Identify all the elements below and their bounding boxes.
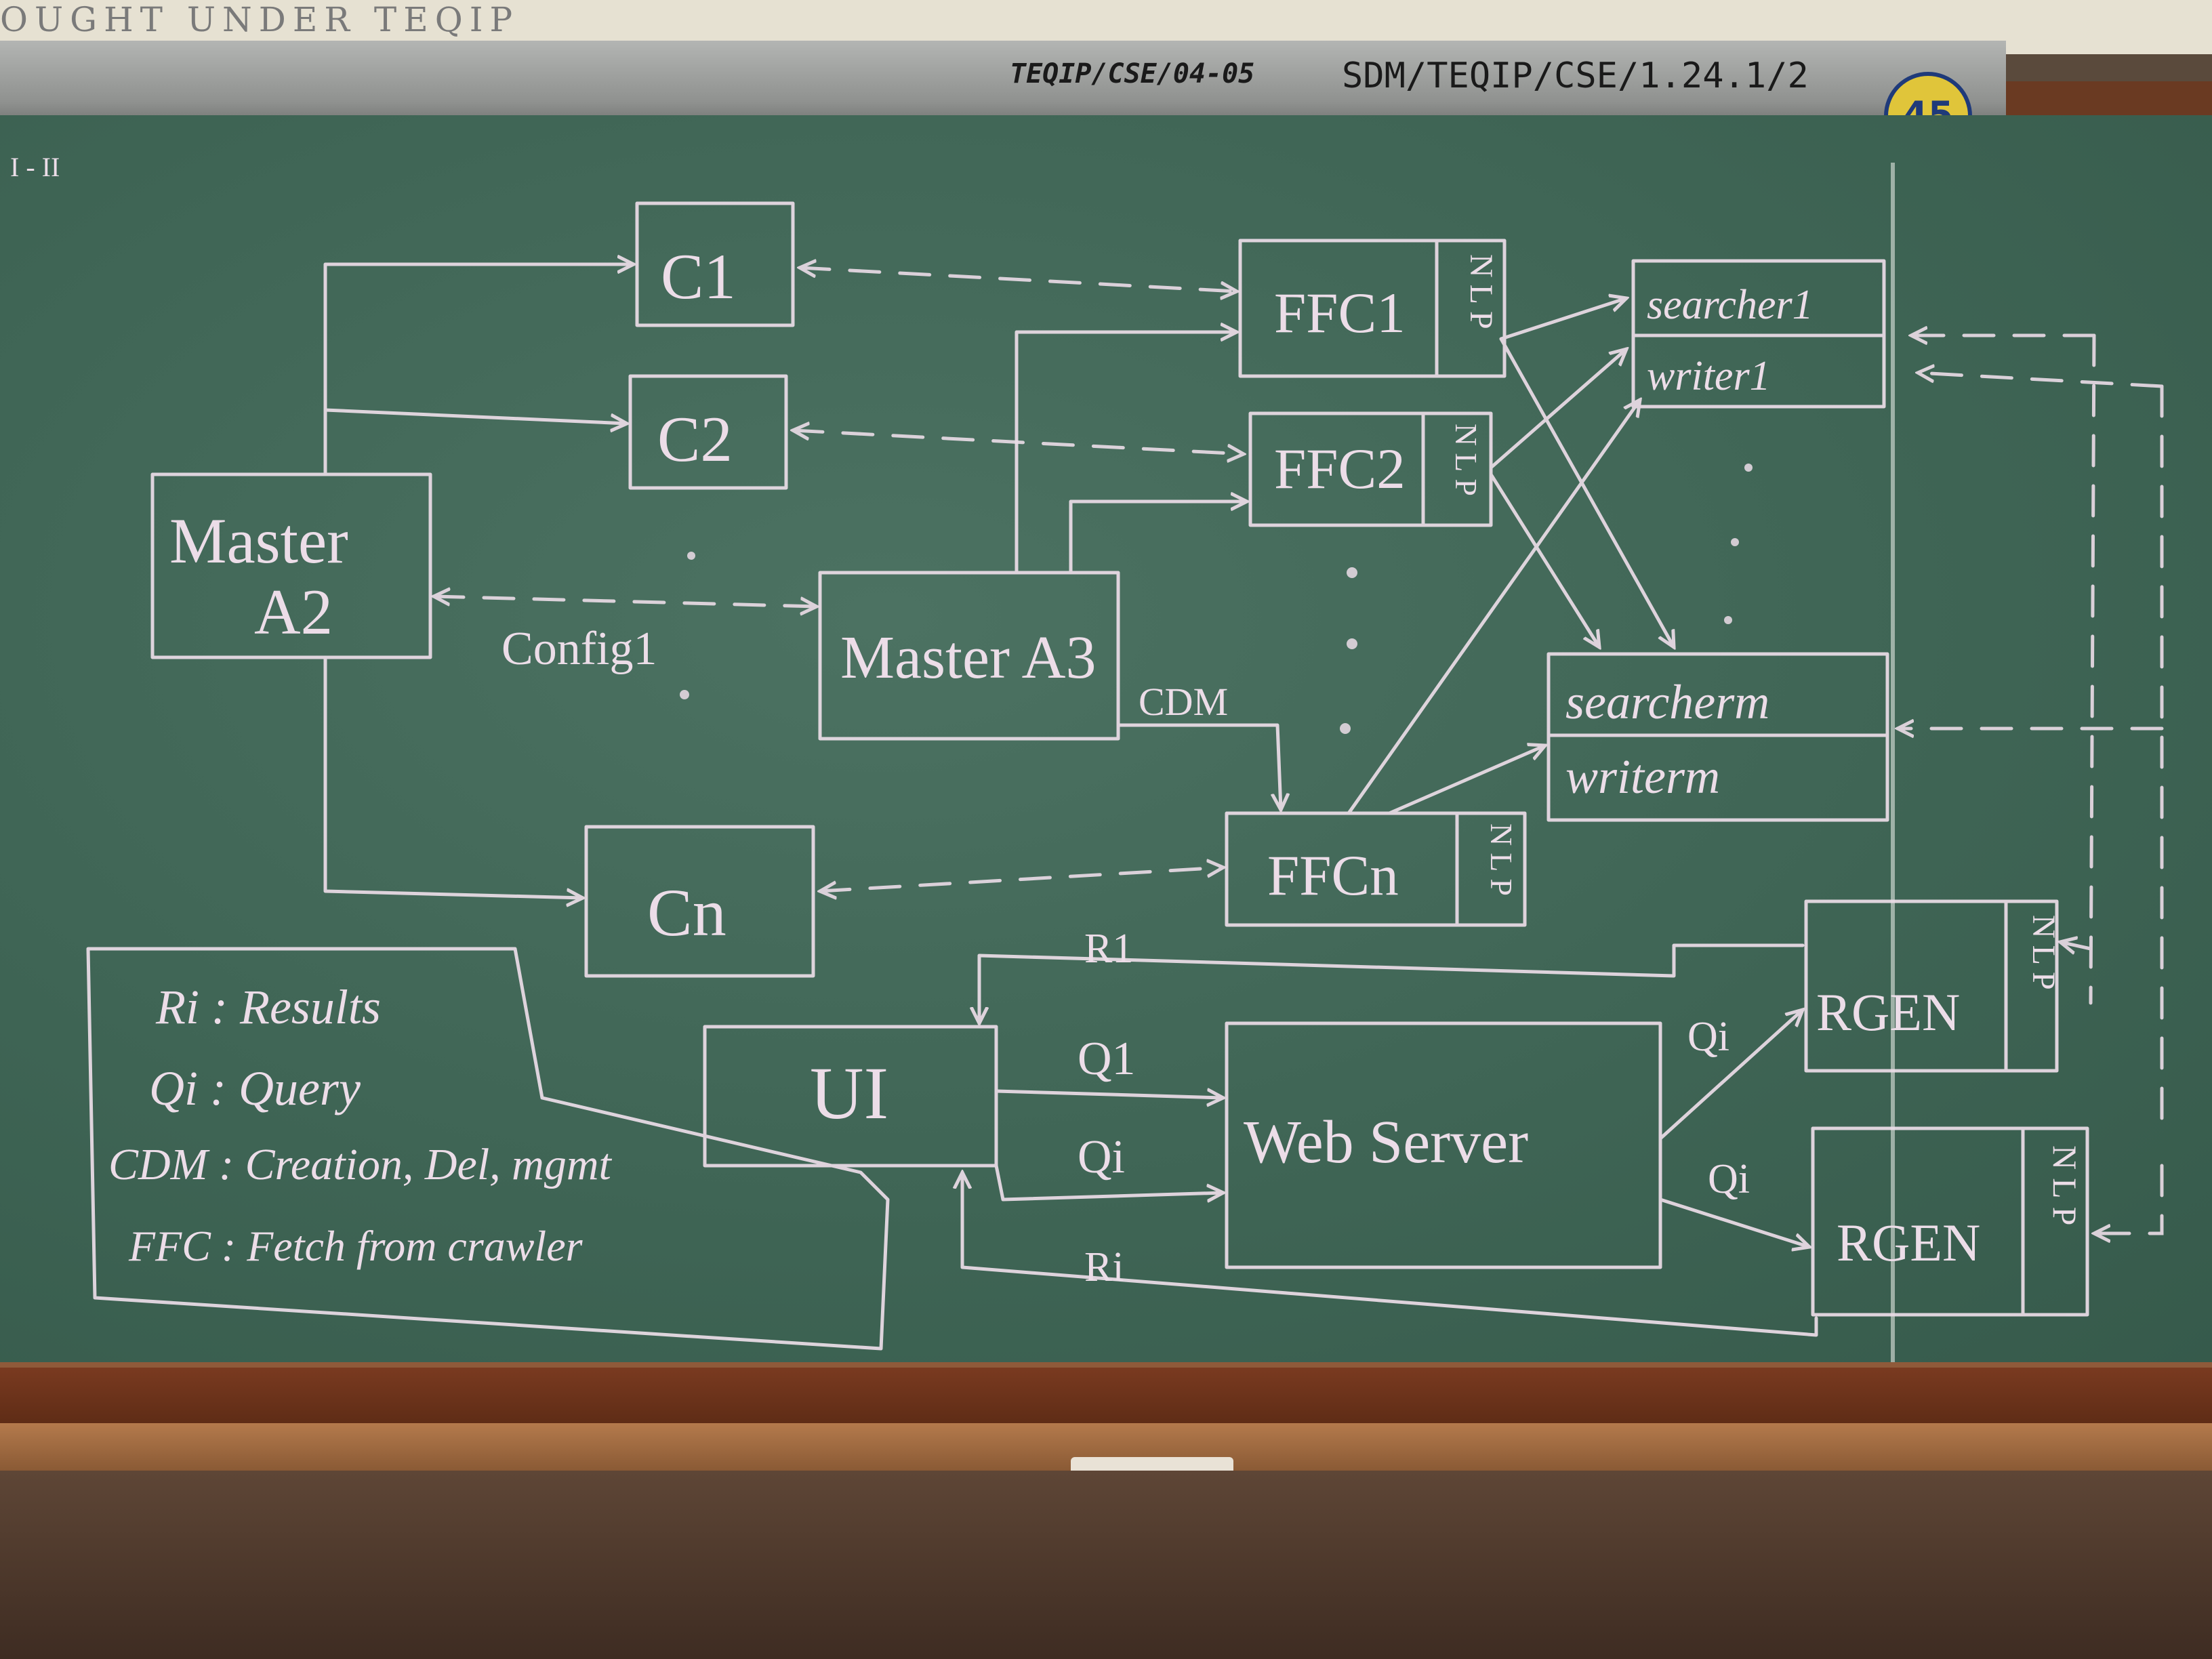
master-a2-label-1: Master bbox=[169, 505, 348, 577]
lower-wall bbox=[0, 1471, 2212, 1659]
qi-rgen1-label: Qi bbox=[1687, 1014, 1729, 1060]
master-a3-label: Master A3 bbox=[840, 624, 1096, 691]
edge-a2-c2 bbox=[323, 408, 627, 424]
searcher1-label: searcher1 bbox=[1647, 282, 1814, 328]
edge-a2-a3-config bbox=[434, 596, 817, 607]
qi-left-label: Qi bbox=[1078, 1131, 1125, 1183]
q1-label: Q1 bbox=[1078, 1033, 1136, 1085]
edge-right-loop-upper bbox=[1918, 373, 2164, 388]
legend-item-ffc: FFC : Fetch from crawler bbox=[128, 1222, 583, 1270]
writerm-label: writerm bbox=[1565, 750, 1720, 804]
rgen2-box bbox=[1811, 1126, 2089, 1317]
cn-label: Cn bbox=[647, 875, 726, 950]
rgen2-nlp-label: NLP bbox=[2046, 1145, 2084, 1233]
ffc2-nlp-label: NLP bbox=[1449, 424, 1483, 503]
master-a2-box bbox=[150, 472, 432, 659]
edge-c1-ffc1 bbox=[800, 268, 1237, 291]
ffc1-nlp-label: NLP bbox=[1463, 254, 1499, 336]
qi-rgen2-label: Qi bbox=[1708, 1156, 1750, 1202]
edge-webserver-rgen1 bbox=[1658, 1010, 1803, 1141]
writer1-label: writer1 bbox=[1647, 353, 1771, 399]
web-server-box bbox=[1225, 1021, 1662, 1269]
searcherm-label: searcherm bbox=[1565, 675, 1769, 729]
chalkboard bbox=[0, 115, 2212, 1369]
edge-cn-ffcn bbox=[820, 867, 1223, 891]
legend-item-cdm: CDM : Creation, Del, mgmt bbox=[108, 1140, 612, 1189]
dots-c3 bbox=[1724, 616, 1732, 624]
config-label: Config1 bbox=[501, 623, 657, 675]
dots-b2 bbox=[1347, 638, 1357, 649]
corner-label: I - II bbox=[10, 152, 60, 182]
chalk-ledge bbox=[0, 1362, 2212, 1429]
edge-rgen2-ui-ri bbox=[962, 1172, 1818, 1337]
edge-ui-webserver-qi bbox=[994, 1164, 1223, 1200]
legend-outline bbox=[86, 947, 890, 1351]
c1-label: C1 bbox=[661, 241, 736, 312]
edge-a3-ffc2 bbox=[1069, 501, 1247, 575]
edge-right-loop-rgen2 bbox=[2094, 1164, 2164, 1233]
ri-label: Ri bbox=[1084, 1244, 1124, 1290]
dots-a2 bbox=[680, 690, 689, 699]
edge-ffc2-writer1 bbox=[1489, 349, 1626, 470]
wall-text: OUGHT UNDER TEQIP bbox=[0, 0, 520, 39]
c2-label: C2 bbox=[657, 403, 733, 475]
rgen1-nlp-label: NLP bbox=[2026, 915, 2062, 997]
rail-code-left: TEQIP/CSE/04-05 bbox=[1010, 58, 1255, 89]
edge-ffc2-searcherm bbox=[1489, 472, 1599, 647]
ffcn-nlp-label: NLP bbox=[1484, 823, 1519, 903]
edge-ffc1-searcherm bbox=[1499, 337, 1674, 647]
ffc2-label: FFC2 bbox=[1274, 437, 1406, 501]
edge-ffcn-searcherm bbox=[1387, 745, 1545, 815]
edge-right-loop-vertical-b bbox=[2089, 333, 2096, 1005]
cdm-label: CDM bbox=[1139, 680, 1228, 724]
edge-ui-webserver-q1 bbox=[994, 1091, 1223, 1098]
master-a3-box bbox=[818, 571, 1120, 741]
c1-box bbox=[635, 201, 795, 327]
rgen1-label: RGEN bbox=[1816, 983, 1960, 1042]
dots-c bbox=[1744, 464, 1753, 472]
master-a2-label-2: A2 bbox=[254, 576, 333, 648]
edge-a3-ffc1 bbox=[1015, 332, 1237, 575]
edge-webserver-ui-r1 bbox=[979, 943, 1805, 1023]
edge-ffcn-writer1 bbox=[1347, 400, 1640, 815]
edge-right-loop-rgen1 bbox=[2060, 942, 2093, 949]
board-divider bbox=[1891, 163, 1895, 1410]
edge-a3-ffcn bbox=[1116, 723, 1281, 810]
edge-webserver-rgen2 bbox=[1658, 1197, 1809, 1247]
r1-label: R1 bbox=[1084, 926, 1133, 972]
ffc2-box bbox=[1248, 411, 1493, 527]
edge-ffc1-searcher1 bbox=[1499, 298, 1626, 341]
dots-b3 bbox=[1340, 723, 1351, 734]
ui-label: UI bbox=[810, 1052, 888, 1134]
c2-box bbox=[628, 374, 788, 490]
rgen2-label: RGEN bbox=[1837, 1213, 1980, 1272]
edge-a2-c1 bbox=[323, 264, 634, 476]
legend-item-query: Qi : Query bbox=[149, 1061, 361, 1115]
ffc1-box bbox=[1238, 239, 1507, 378]
dots-a bbox=[687, 552, 695, 560]
ffcn-label: FFCn bbox=[1267, 844, 1399, 907]
rail-code-right: SDM/TEQIP/CSE/1.24.1/2 bbox=[1342, 56, 1809, 96]
cn-box bbox=[584, 825, 815, 978]
ui-box bbox=[703, 1025, 998, 1168]
ffc1-label: FFC1 bbox=[1274, 281, 1406, 345]
dots-b bbox=[1347, 567, 1357, 578]
ffcn-box bbox=[1225, 811, 1527, 927]
edge-c2-ffc2 bbox=[793, 430, 1244, 454]
rgen1-box bbox=[1804, 899, 2059, 1073]
dots-c2 bbox=[1731, 538, 1739, 546]
web-server-label: Web Server bbox=[1244, 1109, 1528, 1176]
edge-a2-cn bbox=[323, 655, 583, 898]
legend-item-results: Ri : Results bbox=[155, 980, 381, 1034]
